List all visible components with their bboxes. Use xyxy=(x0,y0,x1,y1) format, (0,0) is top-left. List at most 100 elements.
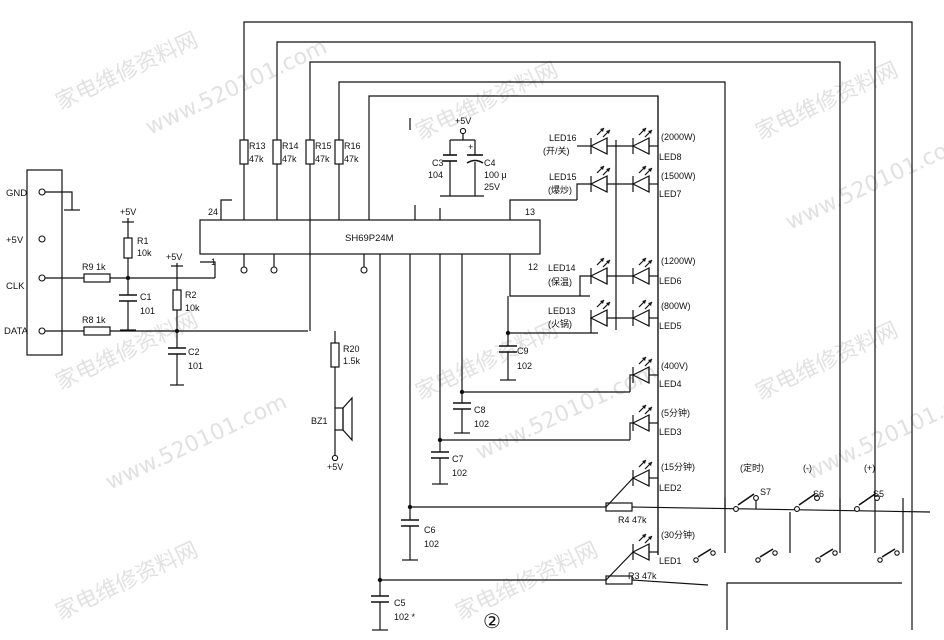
s7-function: (定时) xyxy=(740,462,764,473)
ic-pin-13-label: 13 xyxy=(525,207,535,217)
c9-value: 102 xyxy=(517,361,532,371)
r2-supply-label: +5V xyxy=(166,252,182,262)
led5-name: LED5 xyxy=(659,321,682,331)
c8-name: C8 xyxy=(474,405,486,415)
r9-label: R9 1k xyxy=(82,262,106,272)
led3-function: (5分钟) xyxy=(661,407,690,418)
bz1-name: BZ1 xyxy=(311,416,328,426)
led4-function: (400V) xyxy=(661,361,688,371)
led15-function: (爆炒) xyxy=(548,184,572,195)
switch-s7: (定时) S7 xyxy=(733,462,771,512)
ic-label: SH69P24M xyxy=(345,233,394,244)
c3-c4-supply-label: +5V xyxy=(455,116,471,126)
connector-pin-data-label: DATA xyxy=(4,326,29,337)
r16-name: R16 xyxy=(344,141,361,151)
r20-name: R20 xyxy=(343,344,360,354)
r2-name: R2 xyxy=(185,290,197,300)
c8-value: 102 xyxy=(474,419,489,429)
led6-name: LED6 xyxy=(659,276,682,286)
ic-pin-24-label: 24 xyxy=(208,207,218,217)
watermark-site-name: 家电维修资料网 xyxy=(412,58,562,146)
led14-name: LED14 xyxy=(548,263,576,273)
r15-name: R15 xyxy=(315,141,332,151)
watermark-url: www.520101.com xyxy=(782,130,944,236)
connector: GND +5V CLK DATA xyxy=(4,169,63,356)
r4-label: R4 47k xyxy=(618,515,647,525)
led7-function: (1500W) xyxy=(661,171,696,181)
led2-name: LED2 xyxy=(659,483,682,493)
c5-name: C5 xyxy=(394,598,406,608)
led2-function: (15分钟) xyxy=(661,461,695,472)
led7-name: LED7 xyxy=(659,189,682,199)
c6-value: 102 xyxy=(424,539,439,549)
watermark-site-name: 家电维修资料网 xyxy=(752,58,902,146)
led1-function: (30分钟) xyxy=(661,529,695,540)
c1-value: 101 xyxy=(140,306,155,316)
s5-name: S5 xyxy=(873,489,884,499)
led5-function: (800W) xyxy=(661,301,691,311)
watermark-layer: 家电维修资料网 www.520101.com 家电维修资料网 家电维修资料网 w… xyxy=(52,28,944,626)
c7-value: 102 xyxy=(452,468,467,478)
connector-pin-5v-label: +5V xyxy=(6,235,24,246)
c5-value: 102 * xyxy=(394,612,416,622)
ic-sh69p24m: SH69P24M 24 1 13 12 xyxy=(199,207,541,272)
led1-name: LED1 xyxy=(659,556,682,566)
c4-plus-sign: + xyxy=(468,142,473,152)
r1-supply-label: +5V xyxy=(120,207,136,217)
figure-number: ② xyxy=(483,609,501,633)
c3-name: C3 xyxy=(432,158,444,168)
s6-name: S6 xyxy=(813,489,824,499)
r1-name: R1 xyxy=(137,236,149,246)
c9-name: C9 xyxy=(517,346,529,356)
watermark-site-name: 家电维修资料网 xyxy=(52,308,202,396)
r3-label: R3 47k xyxy=(628,571,657,581)
connector-pin-gnd-label: GND xyxy=(6,188,27,199)
bz1-supply-label: +5V xyxy=(327,462,343,472)
connector-pin-clk-label: CLK xyxy=(6,281,25,292)
led6-function: (1200W) xyxy=(661,256,696,266)
r2-value: 10k xyxy=(185,303,200,313)
c4-name: C4 xyxy=(484,158,496,168)
buzzer-bz1 xyxy=(334,396,353,442)
led8-function: (2000W) xyxy=(661,132,696,142)
s6-function: (-) xyxy=(803,463,812,473)
switch-s6: (-) S6 xyxy=(794,463,824,512)
c2-value: 101 xyxy=(188,361,203,371)
ic-pin-1-label: 1 xyxy=(211,257,216,267)
led16-function: (开/关) xyxy=(543,145,570,156)
switch-row-bottom xyxy=(693,548,900,563)
watermark-url: www.520101.com xyxy=(102,390,291,496)
r8-label: R8 1k xyxy=(82,315,106,325)
s7-name: S7 xyxy=(760,487,771,497)
r1-value: 10k xyxy=(137,248,152,258)
switch-s5: (+) S5 xyxy=(854,463,884,512)
r14-name: R14 xyxy=(282,141,299,151)
led8-name: LED8 xyxy=(659,152,682,162)
ic-pin-12-label: 12 xyxy=(528,262,538,272)
c4-voltage: 25V xyxy=(484,182,500,192)
s5-function: (+) xyxy=(864,463,875,473)
c4-capacitance: 100 μ xyxy=(484,170,507,180)
c6-name: C6 xyxy=(424,525,436,535)
c2-name: C2 xyxy=(188,347,200,357)
led3-name: LED3 xyxy=(659,427,682,437)
c1-name: C1 xyxy=(140,292,152,302)
r16-value: 47k xyxy=(344,154,359,164)
led13-function: (火锅) xyxy=(548,319,572,329)
r20-value: 1.5k xyxy=(343,356,361,366)
r15-value: 47k xyxy=(315,154,330,164)
led4-name: LED4 xyxy=(659,379,682,389)
led13-name: LED13 xyxy=(548,306,576,316)
watermark-site-name: 家电维修资料网 xyxy=(52,538,202,626)
watermark-site-name: 家电维修资料网 xyxy=(452,538,602,626)
c7-name: C7 xyxy=(452,454,464,464)
r14-value: 47k xyxy=(282,154,297,164)
led15-name: LED15 xyxy=(549,172,577,182)
led14-function: (保温) xyxy=(548,276,572,287)
watermark-site-name: 家电维修资料网 xyxy=(752,318,902,406)
led16-name: LED16 xyxy=(549,133,577,143)
r13-name: R13 xyxy=(249,141,266,151)
c3-value: 104 xyxy=(428,170,443,180)
r13-value: 47k xyxy=(249,154,264,164)
